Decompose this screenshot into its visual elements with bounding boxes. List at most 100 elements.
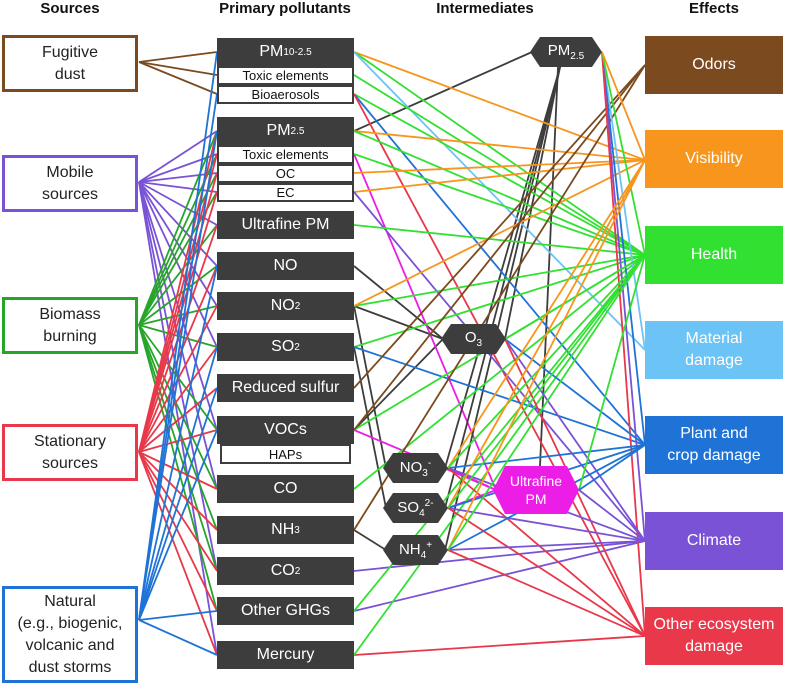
connection-line — [353, 64, 646, 389]
pollutant-pm10-bioaerosols: Bioaerosols — [217, 85, 354, 104]
connection-line — [353, 346, 646, 446]
pollutant-no: NO — [217, 252, 354, 280]
connection-line — [353, 130, 646, 161]
connection-line — [138, 451, 218, 531]
pollutant-pm25-ec: EC — [217, 183, 354, 202]
connection-line — [353, 254, 646, 348]
connection-line — [353, 51, 646, 256]
connection-line — [444, 66, 561, 551]
connection-line — [353, 191, 646, 542]
effect-climate: Climate — [645, 512, 783, 570]
hexagon-shape — [383, 493, 448, 523]
connection-line — [138, 191, 218, 453]
connection-line — [138, 324, 218, 531]
connection-line — [353, 635, 646, 656]
connection-line — [138, 451, 218, 490]
connection-line — [353, 93, 646, 256]
connection-line — [138, 181, 218, 193]
intermediate-so4: SO42- — [383, 493, 448, 523]
connection-line — [353, 159, 646, 193]
connection-line — [138, 153, 218, 183]
connection-line — [447, 159, 646, 551]
connection-line — [138, 451, 218, 612]
connection-line — [138, 265, 218, 621]
intermediate-o3: O3 — [441, 324, 506, 354]
connection-line — [138, 51, 218, 63]
connection-line — [353, 224, 646, 256]
connection-lines — [138, 51, 646, 656]
connection-line — [353, 540, 646, 572]
connection-line — [138, 130, 218, 326]
connection-line — [447, 549, 646, 637]
connection-line — [578, 444, 646, 491]
connection-line — [539, 66, 559, 467]
header-primary: Primary pollutants — [219, 0, 351, 17]
pollutant-ultrafine-pm: Ultrafine PM — [217, 211, 354, 239]
connection-line — [138, 130, 218, 183]
connection-line — [504, 338, 646, 542]
connection-line — [138, 181, 218, 656]
hexagon-shape — [441, 324, 506, 354]
source-natural: Natural (e.g., biogenic, volcanic and du… — [2, 586, 138, 683]
pollutant-pm25-toxic-elements: Toxic elements — [217, 145, 354, 164]
connection-line — [504, 66, 561, 340]
pollutant-reduced-sulfur: Reduced sulfur — [217, 374, 354, 402]
connection-line — [447, 254, 646, 469]
source-stationary: Stationary sources — [2, 424, 138, 481]
header-effects: Effects — [688, 0, 740, 17]
connection-line — [353, 265, 444, 340]
connection-line — [447, 540, 646, 551]
source-biomass: Biomass burning — [2, 297, 138, 354]
connection-line — [138, 619, 218, 656]
connection-line — [447, 159, 646, 469]
connection-line — [138, 181, 218, 267]
connection-line — [138, 224, 218, 326]
connection-line — [353, 346, 387, 509]
connection-line — [353, 254, 646, 307]
pollutant-pm10-toxic-elements: Toxic elements — [217, 66, 354, 85]
connection-line — [138, 324, 218, 612]
connection-line — [504, 338, 646, 446]
connection-line — [353, 64, 646, 531]
connection-line — [138, 181, 218, 307]
connection-line — [447, 507, 646, 542]
pollutant-other-ghgs: Other GHGs — [217, 597, 354, 625]
connection-line — [444, 66, 561, 509]
connection-line — [353, 529, 387, 551]
connection-line — [353, 338, 444, 431]
connection-line — [353, 254, 646, 490]
connection-line — [138, 451, 218, 572]
source-mobile: Mobile sources — [2, 155, 138, 212]
connection-line — [447, 254, 646, 509]
pollutant-vocs: VOCs — [217, 416, 354, 444]
pollutant-pm25-oc: OC — [217, 164, 354, 183]
pollutant-haps: HAPs — [220, 444, 351, 464]
connection-line — [138, 387, 218, 621]
header-intermediates: Intermediates — [436, 0, 534, 17]
connection-line — [138, 51, 218, 621]
connection-line — [353, 305, 444, 340]
connection-line — [138, 346, 218, 621]
connection-line — [138, 61, 218, 76]
connection-line — [353, 159, 646, 307]
hexagon-shape — [383, 453, 448, 483]
connection-line — [578, 254, 646, 491]
connection-line — [601, 51, 646, 256]
connection-line — [138, 130, 218, 621]
effect-visibility: Visibility — [645, 130, 783, 188]
connection-line — [138, 429, 218, 621]
connection-line — [353, 51, 646, 161]
intermediate-nh4: NH4+ — [383, 535, 448, 565]
hexagon-shape — [493, 466, 579, 514]
connection-line — [138, 451, 218, 656]
connection-line — [447, 444, 646, 469]
connection-line — [138, 172, 218, 183]
header-sources: Sources — [40, 0, 100, 17]
connection-line — [353, 74, 646, 256]
connection-line — [353, 305, 387, 469]
